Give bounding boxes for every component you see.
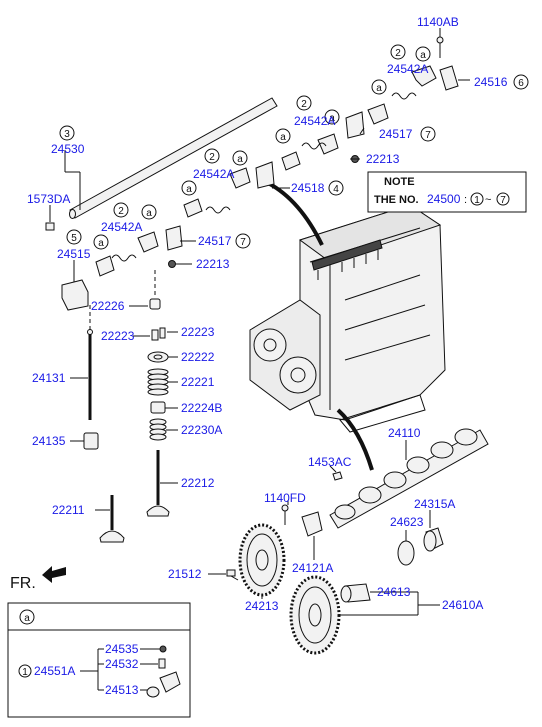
gear-24610a <box>289 575 341 655</box>
thrust-plate-24121a <box>301 511 323 537</box>
label-24110: 24110 <box>388 426 421 440</box>
plug-1573da <box>45 222 55 231</box>
label-1140fd: 1140FD <box>264 491 306 505</box>
front-indicator: FR. <box>10 566 66 592</box>
svg-text:~: ~ <box>485 194 491 206</box>
svg-text:7: 7 <box>500 195 506 206</box>
label-22211: 22211 <box>52 503 85 517</box>
label-24135: 24135 <box>32 434 66 448</box>
label-22213: 22213 <box>196 257 230 271</box>
label-24121a: 24121A <box>292 561 333 575</box>
label-22226: 22226 <box>91 299 125 313</box>
rocker-shaft <box>69 97 278 219</box>
svg-text:a: a <box>280 132 286 143</box>
note-title: NOTE <box>384 176 415 188</box>
note-base: 24500 <box>427 192 461 206</box>
label-24542a-4: 24542A <box>101 220 142 234</box>
valve-22211 <box>99 495 125 543</box>
svg-text:2: 2 <box>301 99 307 110</box>
label-22230a: 22230A <box>181 423 222 437</box>
key-1453ac <box>332 471 343 481</box>
svg-text:5: 5 <box>71 233 77 244</box>
svg-text:a: a <box>186 184 192 195</box>
label-22224b: 22224B <box>181 401 222 415</box>
front-label: FR. <box>10 575 36 592</box>
svg-text:2: 2 <box>118 206 124 217</box>
svg-text:2: 2 <box>395 48 401 59</box>
svg-text:7: 7 <box>240 237 246 248</box>
note-text: THE NO. <box>374 194 419 206</box>
inset-box: a 1 24551A 24535 24532 24513 <box>7 602 191 718</box>
svg-text::: : <box>464 194 467 206</box>
label-22222: 22222 <box>181 350 215 364</box>
svg-text:6: 6 <box>518 78 524 89</box>
svg-text:a: a <box>420 50 426 61</box>
label-24542a-top: 24542A <box>387 62 428 76</box>
label-21512: 21512 <box>168 567 202 581</box>
label-22212: 22212 <box>181 476 215 490</box>
inset-p3: 24513 <box>105 683 139 697</box>
part-labels: 1140AB 24542A 24516 24542A 24517 22213 2… <box>27 15 508 613</box>
camshaft-24110 <box>329 428 489 529</box>
label-24542a-3: 24542A <box>193 167 234 181</box>
svg-text:a: a <box>237 154 243 165</box>
rocker-arm-groups <box>61 65 459 311</box>
label-24542a-2: 24542A <box>294 114 335 128</box>
svg-text:a: a <box>98 238 104 249</box>
part-24623 <box>397 540 415 566</box>
label-1453ac: 1453AC <box>308 455 352 469</box>
label-1573da: 1573DA <box>27 192 70 206</box>
circle-markers: a 2 a 6 2 a a 7 2 a a 4 3 2 a 5 a 7 <box>59 44 529 250</box>
inset-p2: 24532 <box>105 657 139 671</box>
label-24517: 24517 <box>198 234 232 248</box>
label-24131: 24131 <box>32 371 66 385</box>
label-24518: 24518 <box>291 181 325 195</box>
cap-22226 <box>149 298 161 310</box>
valve-22212 <box>146 450 170 517</box>
bolt-1140fd <box>281 504 289 525</box>
label-24530: 24530 <box>51 142 85 156</box>
label-24610a: 24610A <box>442 598 483 612</box>
svg-text:a: a <box>146 208 152 219</box>
plug-22213-b <box>168 260 176 268</box>
bolt-1140ab <box>436 36 444 58</box>
svg-text:a: a <box>376 83 382 94</box>
label-1140ab: 1140AB <box>417 15 459 29</box>
inset-group-pn: 24551A <box>34 664 75 678</box>
label-22213-top: 22213 <box>366 152 400 166</box>
bolt-21512 <box>226 569 239 581</box>
leader-lines <box>49 28 470 616</box>
label-24516: 24516 <box>474 75 508 89</box>
label-24517-top: 24517 <box>379 127 413 141</box>
note-box: NOTE THE NO. 24500 : 1 ~ 7 <box>367 171 527 213</box>
svg-text:1: 1 <box>474 195 480 206</box>
bushing-24613 <box>340 583 371 603</box>
label-24515: 24515 <box>57 247 91 261</box>
gear-24213 <box>238 523 286 597</box>
inset-header: a <box>24 613 30 624</box>
label-24623: 24623 <box>390 515 424 529</box>
svg-text:2: 2 <box>209 152 215 163</box>
svg-text:4: 4 <box>333 184 339 195</box>
svg-text:a: a <box>329 113 335 124</box>
label-24613: 24613 <box>377 585 411 599</box>
label-24213: 24213 <box>245 599 279 613</box>
svg-text:3: 3 <box>64 129 70 140</box>
front-arrow-icon <box>42 566 66 583</box>
svg-text:1: 1 <box>22 667 28 678</box>
inset-p1: 24535 <box>105 642 139 656</box>
tappet-24135 <box>83 432 99 450</box>
engine-block <box>249 204 446 433</box>
push-rod-24131 <box>87 329 93 420</box>
svg-text:7: 7 <box>425 130 431 141</box>
bushing-24315a <box>423 527 444 552</box>
label-22221: 22221 <box>181 375 215 389</box>
label-22223-left: 22223 <box>101 329 135 343</box>
valve-spring-22221 <box>147 368 169 396</box>
label-24315a: 24315A <box>414 497 455 511</box>
label-22223-right: 22223 <box>181 325 215 339</box>
valve-spring-22230a <box>149 418 167 441</box>
